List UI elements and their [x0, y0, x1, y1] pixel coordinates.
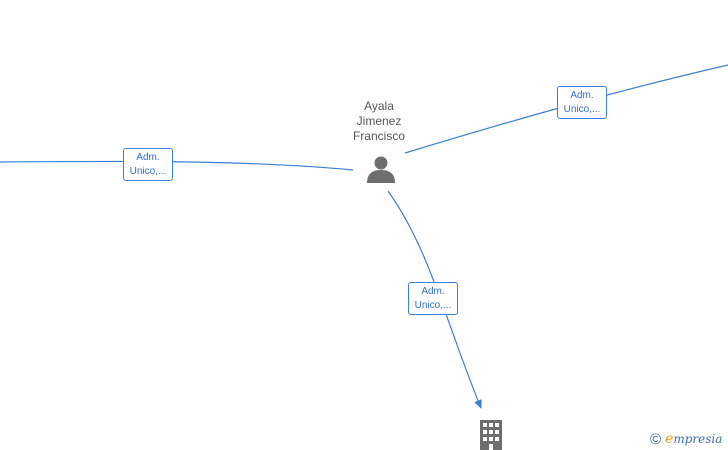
brand-logo: empresia — [665, 431, 723, 447]
person-name-line: Ayala — [364, 99, 394, 113]
edge-label-right[interactable]: Adm. Unico,... — [557, 86, 607, 119]
edge-label-role: Adm. — [570, 90, 594, 101]
edge-label-left[interactable]: Adm. Unico,... — [123, 148, 173, 181]
person-name-line: Francisco — [352, 129, 405, 143]
person-name-line: Jimenez — [356, 114, 402, 128]
brand-watermark: © empresia — [650, 430, 722, 448]
person-icon[interactable] — [367, 156, 395, 184]
edge-label-role: Adm. — [136, 152, 160, 163]
copyright-icon: © — [650, 430, 662, 448]
edge-label-role: Adm. — [421, 286, 445, 297]
edge-label-detail: Unico,... — [563, 104, 601, 115]
edge-label-down[interactable]: Adm. Unico,... — [408, 282, 458, 315]
edge-label-detail: Unico,... — [129, 166, 167, 177]
person-name[interactable]: Ayala Jimenez Francisco — [329, 99, 429, 144]
edge-label-detail: Unico,... — [414, 300, 452, 311]
building-icon[interactable] — [480, 420, 502, 450]
edge-left — [0, 160, 354, 171]
